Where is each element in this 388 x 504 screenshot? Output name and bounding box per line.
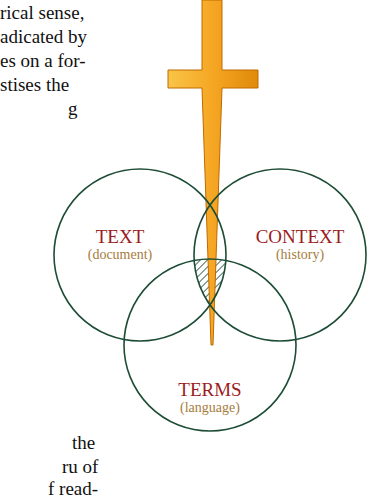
page-text: es on a for- xyxy=(0,50,86,72)
page-text: the xyxy=(72,432,95,454)
page-text: ru of xyxy=(62,456,98,478)
circle-label: CONTEXT(history) xyxy=(231,227,369,263)
page-text: adicated by xyxy=(0,26,87,48)
venn-circle: TERMS(language) xyxy=(122,257,298,433)
page-text: stises the xyxy=(0,74,69,96)
circle-subtitle: (history) xyxy=(231,247,369,263)
circle-label: TERMS(language) xyxy=(141,380,279,416)
circle-title: TEXT xyxy=(51,227,189,247)
page-text: f read- xyxy=(48,478,98,500)
cross-symbol xyxy=(168,0,258,345)
venn-circle: TEXT(document) xyxy=(52,167,228,343)
circle-label: TEXT(document) xyxy=(51,227,189,263)
page-text: rical sense, xyxy=(0,2,84,24)
circle-title: TERMS xyxy=(141,380,279,400)
page-text: g xyxy=(68,98,78,120)
circle-subtitle: (document) xyxy=(51,247,189,263)
venn-circle: CONTEXT(history) xyxy=(192,167,368,343)
circle-title: CONTEXT xyxy=(231,227,369,247)
circle-subtitle: (language) xyxy=(141,400,279,416)
circle-outline xyxy=(124,259,296,431)
